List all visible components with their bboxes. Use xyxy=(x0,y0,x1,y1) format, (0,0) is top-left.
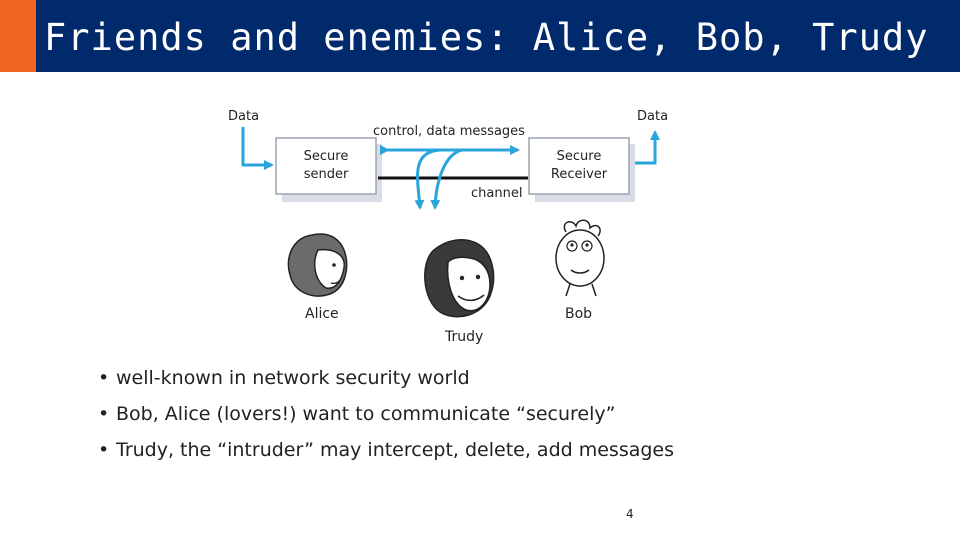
trudy-label: Trudy xyxy=(444,329,483,345)
alice-figure xyxy=(287,233,348,297)
alice-label: Alice xyxy=(305,306,339,322)
svg-text:Receiver: Receiver xyxy=(551,167,608,182)
control-label: control, data messages xyxy=(373,124,525,139)
data-out-arrow xyxy=(630,130,660,165)
data-out-label: Data xyxy=(637,109,668,124)
intercept-arrow-left xyxy=(414,148,441,210)
bullet-item: well-known in network security world xyxy=(98,360,674,396)
svg-text:Secure: Secure xyxy=(557,149,602,164)
bullet-list: well-known in network security world Bob… xyxy=(98,360,674,468)
bullet-item: Trudy, the “intruder” may intercept, del… xyxy=(98,432,674,468)
data-in-arrow xyxy=(241,127,274,170)
slide-title: Friends and enemies: Alice, Bob, Trudy xyxy=(44,16,929,59)
bob-figure xyxy=(555,219,605,297)
channel-label: channel xyxy=(471,186,522,201)
accent-bar xyxy=(0,0,36,72)
intercept-arrow-right xyxy=(430,148,463,210)
title-bar: Friends and enemies: Alice, Bob, Trudy xyxy=(36,0,960,72)
data-in-label: Data xyxy=(228,109,259,124)
trudy-figure xyxy=(424,238,495,318)
secure-receiver-box: Secure Receiver xyxy=(528,137,635,202)
page-number: 4 xyxy=(626,507,634,521)
svg-text:Secure: Secure xyxy=(304,149,349,164)
bullet-item: Bob, Alice (lovers!) want to communicate… xyxy=(98,396,674,432)
secure-sender-box: Secure sender xyxy=(275,137,382,202)
bob-label: Bob xyxy=(565,306,592,322)
svg-text:sender: sender xyxy=(304,167,349,182)
